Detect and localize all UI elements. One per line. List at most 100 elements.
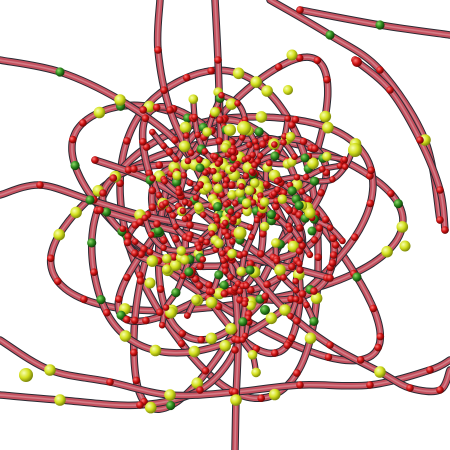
red-node <box>329 251 338 259</box>
red-node <box>329 176 336 183</box>
yellow-node <box>70 206 82 219</box>
red-node <box>248 233 255 241</box>
red-node <box>328 259 337 267</box>
green-node <box>325 30 335 40</box>
red-node <box>280 274 287 281</box>
red-node <box>376 332 385 341</box>
red-node <box>146 248 154 256</box>
red-node <box>162 199 169 207</box>
yellow-node <box>237 121 251 135</box>
green-node <box>294 200 304 211</box>
red-node <box>136 218 144 226</box>
green-node <box>307 226 317 236</box>
red-node <box>177 339 186 348</box>
red-node <box>251 161 258 169</box>
red-node <box>296 266 304 274</box>
red-node <box>298 290 307 298</box>
yellow-node <box>246 300 256 311</box>
red-node <box>253 216 261 224</box>
yellow-node <box>193 202 204 212</box>
red-node <box>172 156 180 163</box>
yellow-node <box>162 264 172 274</box>
red-node <box>315 224 324 232</box>
red-node <box>207 67 215 75</box>
red-node <box>208 288 216 295</box>
red-node <box>326 224 334 232</box>
red-node <box>239 336 246 344</box>
red-node <box>191 275 200 283</box>
red-node <box>160 236 168 245</box>
red-node <box>286 226 294 233</box>
red-node <box>175 189 182 197</box>
green-node <box>266 209 276 220</box>
loop-tube-highlight <box>132 56 329 411</box>
red-node <box>292 287 300 294</box>
red-node <box>145 169 153 178</box>
red-node <box>369 304 378 313</box>
red-node <box>274 186 281 193</box>
red-node <box>292 295 300 303</box>
green-node <box>171 288 181 298</box>
yellow-node <box>188 94 199 104</box>
red-node <box>196 156 203 164</box>
red-node <box>295 54 304 62</box>
green-node <box>393 199 403 209</box>
red-node <box>208 230 216 237</box>
red-node <box>155 191 163 199</box>
red-node <box>274 63 283 71</box>
red-node <box>222 219 229 227</box>
yellow-node <box>225 323 237 335</box>
red-node <box>132 376 141 385</box>
red-node <box>182 73 191 82</box>
red-node <box>182 198 189 206</box>
red-node <box>257 152 264 160</box>
red-node <box>215 137 224 145</box>
green-node <box>87 238 97 248</box>
red-node <box>130 348 138 357</box>
green-node <box>270 151 280 161</box>
red-node <box>231 388 239 396</box>
red-node <box>280 189 288 196</box>
yellow-node <box>53 228 65 241</box>
yellow-node <box>219 340 231 352</box>
red-node <box>321 215 330 224</box>
red-node <box>273 177 281 185</box>
yellow-node <box>285 131 296 142</box>
green-node <box>213 202 223 212</box>
green-node <box>375 20 385 30</box>
red-node <box>214 160 222 167</box>
red-node <box>230 154 237 162</box>
red-node <box>426 366 434 374</box>
red-node <box>216 116 224 124</box>
yellow-node <box>114 94 126 106</box>
red-node <box>285 206 293 214</box>
red-node <box>291 115 300 124</box>
yellow-node <box>230 394 242 406</box>
red-node <box>200 211 207 219</box>
yellow-node <box>146 255 159 267</box>
red-node <box>416 136 424 144</box>
red-node <box>323 75 331 84</box>
red-node <box>229 148 237 155</box>
red-node <box>205 281 213 289</box>
red-node <box>302 173 310 181</box>
red-node <box>292 277 300 285</box>
yellow-node <box>19 368 33 382</box>
red-node <box>218 191 226 198</box>
green-node <box>245 265 255 275</box>
yellow-node <box>304 207 316 219</box>
red-node <box>228 181 236 189</box>
red-node <box>195 244 203 252</box>
yellow-node <box>93 106 106 119</box>
yellow-node <box>283 85 293 95</box>
red-node <box>298 188 306 195</box>
red-node <box>220 289 229 298</box>
red-node <box>172 235 180 243</box>
yellow-node <box>172 170 182 181</box>
yellow-node <box>202 182 213 193</box>
red-node <box>186 221 194 229</box>
red-node <box>214 56 222 64</box>
red-node <box>186 179 194 187</box>
red-node <box>339 237 346 245</box>
red-node <box>96 206 104 214</box>
